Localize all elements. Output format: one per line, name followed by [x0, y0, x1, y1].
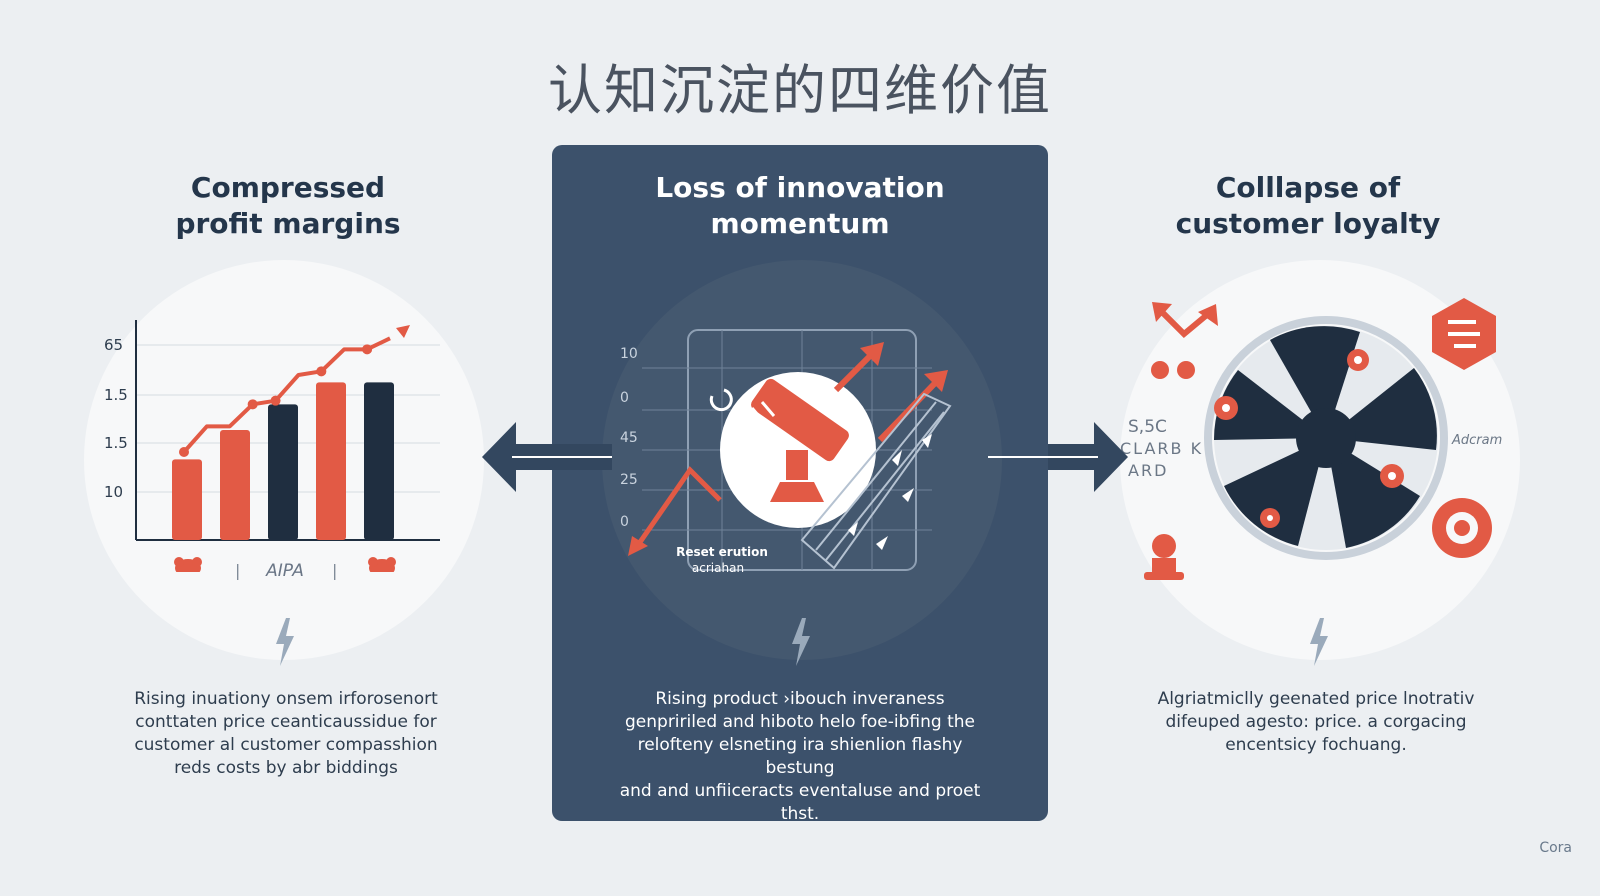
y-tick-label: 65: [104, 336, 123, 354]
description-line: reds costs by abr biddings: [174, 758, 398, 778]
description-line: Rising product ›ibouch inveraness: [655, 689, 945, 709]
column-title-line: customer loyalty: [1175, 207, 1441, 240]
center-y-tick: 25: [620, 472, 638, 488]
bar: [220, 430, 250, 540]
column-title-innovation: Loss of innovation momentum: [590, 170, 1010, 242]
bar: [316, 382, 346, 540]
loyalty-illustration: S,5C CLARB K ARD Adcram: [1120, 298, 1502, 580]
description-line: Algriatmiclly geenated price lnotrativ: [1157, 689, 1475, 709]
hexagon-badge-icon: [1432, 298, 1496, 370]
column-title-line: momentum: [710, 207, 890, 240]
description-line: conttaten price ceanticaussidue for: [135, 712, 437, 732]
profit-bar-chart: 65 1.5 1.5 10 AIPA | |: [104, 320, 440, 581]
y-tick-label: 10: [104, 483, 123, 501]
page-title: 认知沉淀的四维价值: [548, 59, 1052, 122]
center-y-tick: 10: [620, 346, 638, 362]
chart-x-label: AIPA: [265, 561, 304, 581]
center-y-tick: 0: [620, 514, 629, 530]
center-y-tick: 0: [620, 390, 629, 406]
telescope-icon: [750, 378, 849, 502]
column-title-line: Compressed: [190, 171, 386, 204]
column-title-profit: Compressed profit margins: [78, 170, 498, 242]
description-line: difeuped agesto: price. a corgacing: [1165, 712, 1467, 732]
description-line: and and unfiiceracts eventaluse and proe…: [619, 781, 981, 801]
trend-point: [362, 344, 373, 355]
y-tick-label: 1.5: [104, 434, 128, 452]
column-title-line: Loss of innovation: [655, 171, 945, 204]
right-side-label: Adcram: [1451, 433, 1502, 448]
description-line: thst.: [780, 804, 820, 824]
center-caption: acriahan: [692, 561, 744, 575]
description-line: customer al customer compasshion: [134, 735, 438, 755]
description-line: encentsicy fochuang.: [1225, 735, 1407, 755]
center-caption: Reset erution: [676, 545, 768, 559]
y-tick-label: 1.5: [104, 386, 128, 404]
profit-description: Rising inuationy onsem irforosenort cont…: [96, 688, 476, 780]
description-line: relofteny elsneting ira shienlion flashy…: [637, 735, 963, 778]
arrow-right-icon: [988, 422, 1128, 492]
wheel-rim: [1204, 316, 1448, 560]
center-y-tick: 45: [620, 430, 638, 446]
column-title-line: profit margins: [175, 207, 401, 240]
right-label: CLARB K: [1120, 439, 1203, 458]
lightning-icon: [1310, 618, 1328, 666]
trend-arrow-icon: [396, 325, 410, 338]
trend-line: [182, 336, 391, 454]
gear-icon: [1432, 498, 1492, 558]
loading-arc-icon: [709, 388, 733, 412]
loyalty-description: Algriatmiclly geenated price lnotrativ d…: [1126, 688, 1506, 757]
handshake-icon: [174, 557, 202, 577]
watermark: Cora: [1539, 840, 1572, 856]
column-title-line: Colllapse of: [1215, 171, 1401, 204]
trend-point: [316, 366, 327, 377]
diverging-arrow-icon: [1157, 307, 1210, 339]
trend-point: [179, 447, 189, 457]
lightning-icon: [792, 618, 810, 666]
up-trend-arrow-icon: [877, 377, 941, 443]
description-line: genpririled and hiboto helo foe-ibfing t…: [625, 712, 975, 732]
lightning-icon: [276, 618, 294, 666]
right-label: S,5C: [1128, 417, 1167, 437]
bar: [268, 404, 298, 540]
trend-point: [247, 399, 258, 410]
bar: [172, 459, 202, 540]
innovation-description: Rising product ›ibouch inveraness genpri…: [610, 688, 990, 826]
bar: [364, 382, 394, 540]
down-trend-arrow-icon: [633, 466, 722, 550]
x-separator: |: [332, 561, 337, 580]
column-title-loyalty: Colllapse of customer loyalty: [1098, 170, 1518, 242]
fragment-grid: [800, 392, 952, 570]
innovation-illustration: 10 0 45 25 0 Reset erution acriahan: [620, 329, 952, 575]
handshake-icon: [368, 557, 396, 577]
puzzle-wheel-icon: [1213, 326, 1437, 548]
x-separator: |: [235, 561, 240, 580]
person-icon: [1144, 534, 1184, 580]
up-trend-arrow-icon: [833, 349, 877, 393]
arrow-left-icon: [482, 422, 612, 492]
trend-point: [270, 395, 281, 406]
right-label: ARD: [1128, 461, 1168, 480]
description-line: Rising inuationy onsem irforosenort: [134, 689, 438, 709]
